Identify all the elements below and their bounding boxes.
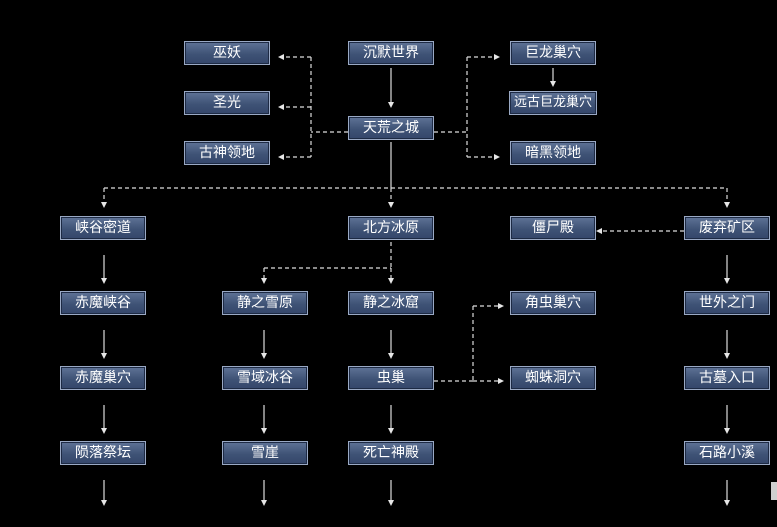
arrow-head	[388, 278, 394, 284]
node-zhizhu[interactable]: 蜘蛛洞穴	[510, 366, 596, 390]
arrow-head	[261, 500, 267, 506]
arrow-head	[101, 278, 107, 284]
node-shiwai[interactable]: 世外之门	[684, 291, 770, 315]
arrow-head	[278, 104, 284, 110]
arrow-head	[724, 500, 730, 506]
node-yuangu[interactable]: 远古巨龙巢穴	[509, 91, 597, 115]
node-jing-xueyuan[interactable]: 静之雪原	[222, 291, 308, 315]
arrow-head	[101, 500, 107, 506]
arrow-head	[388, 202, 394, 208]
node-gushen[interactable]: 古神领地	[184, 141, 270, 165]
arrow-head	[494, 54, 500, 60]
arrow-head	[261, 278, 267, 284]
node-yunluo[interactable]: 陨落祭坛	[60, 441, 146, 465]
node-shilu[interactable]: 石路小溪	[684, 441, 770, 465]
node-beifang[interactable]: 北方冰原	[348, 216, 434, 240]
node-chimo-xiagu[interactable]: 赤魔峡谷	[60, 291, 146, 315]
node-xiagu-midao[interactable]: 峡谷密道	[60, 216, 146, 240]
arrow-head	[261, 428, 267, 434]
arrow-head	[101, 202, 107, 208]
node-xueyu[interactable]: 雪域冰谷	[222, 366, 308, 390]
node-tianhuang[interactable]: 天荒之城	[348, 116, 434, 140]
node-jiaochong[interactable]: 角虫巢穴	[510, 291, 596, 315]
arrow-head	[388, 428, 394, 434]
arrow-head	[498, 378, 504, 384]
arrow-head	[550, 81, 556, 87]
arrow-head	[724, 353, 730, 359]
arrow-head	[596, 228, 602, 234]
node-chongchao[interactable]: 虫巢	[348, 366, 434, 390]
scrollbar-fragment[interactable]	[771, 482, 777, 500]
node-julong[interactable]: 巨龙巢穴	[510, 41, 596, 65]
node-chimo-chaoxue[interactable]: 赤魔巢穴	[60, 366, 146, 390]
node-anhei[interactable]: 暗黑领地	[510, 141, 596, 165]
arrow-head	[494, 154, 500, 160]
arrow-head	[101, 353, 107, 359]
arrow-head	[388, 353, 394, 359]
node-gumu[interactable]: 古墓入口	[684, 366, 770, 390]
arrow-head	[724, 202, 730, 208]
node-jiangshi[interactable]: 僵尸殿	[510, 216, 596, 240]
arrow-head	[388, 102, 394, 108]
arrow-head	[498, 303, 504, 309]
arrow-head	[101, 428, 107, 434]
arrow-head	[278, 154, 284, 160]
node-chenmo[interactable]: 沉默世界	[348, 41, 434, 65]
arrow-head	[261, 353, 267, 359]
node-feiqi[interactable]: 废弃矿区	[684, 216, 770, 240]
node-wuyao[interactable]: 巫妖	[184, 41, 270, 65]
node-shengguang[interactable]: 圣光	[184, 91, 270, 115]
arrow-head	[278, 54, 284, 60]
node-siwang[interactable]: 死亡神殿	[348, 441, 434, 465]
arrow-head	[724, 278, 730, 284]
arrow-head	[724, 428, 730, 434]
arrow-head	[388, 500, 394, 506]
node-jing-bingku[interactable]: 静之冰窟	[348, 291, 434, 315]
node-xueya[interactable]: 雪崖	[222, 441, 308, 465]
